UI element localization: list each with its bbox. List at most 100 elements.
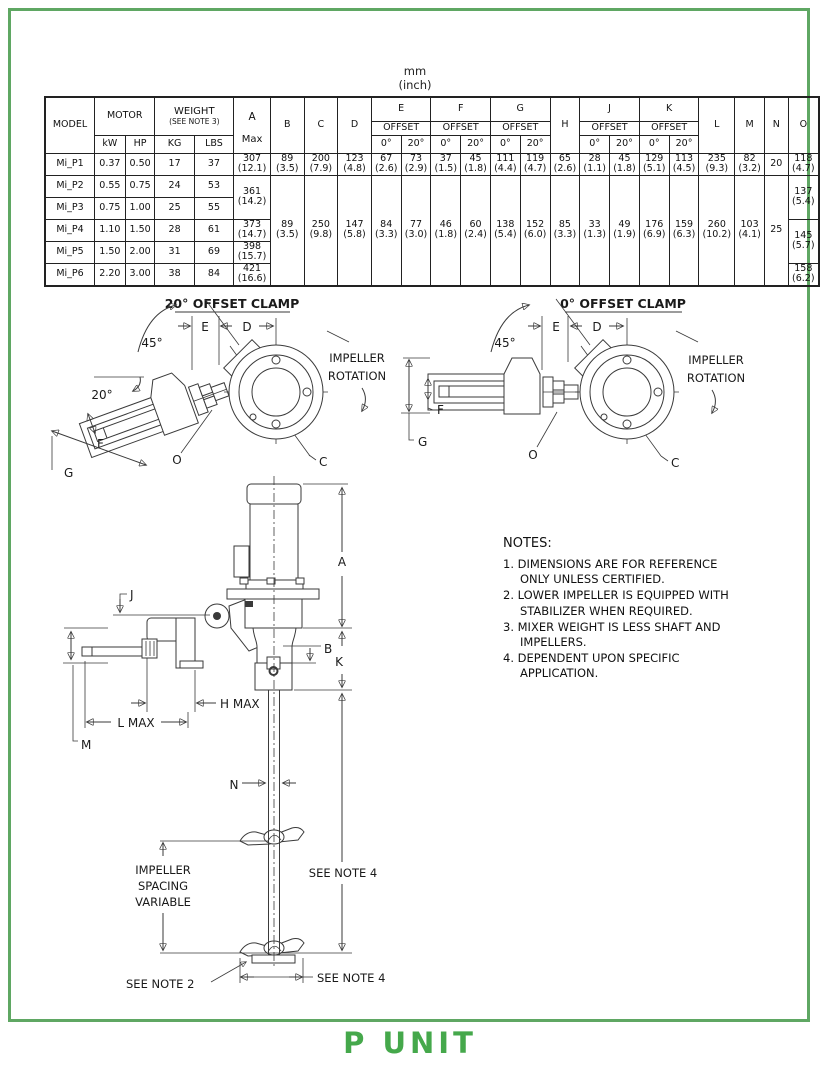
clamp-0-diagram: 0° OFFSET CLAMP [401, 296, 745, 470]
e-20-header: 20° [400, 134, 432, 154]
n-cell-merged: 25 [763, 174, 789, 286]
col-header-g: G [489, 96, 551, 122]
col-header-l: L [698, 96, 736, 154]
n-cell: 20 [763, 152, 789, 176]
kg-cell: 24 [154, 174, 195, 198]
l-cell: 235 (9.3) [698, 152, 736, 176]
b-cell: 89 (3.5) [269, 152, 305, 176]
stabilizer [251, 954, 296, 964]
base-bolt [239, 577, 249, 585]
a-label: A [248, 110, 256, 123]
kw-cell: 0.75 [94, 196, 126, 220]
model-cell: Mi_P2 [44, 174, 96, 198]
clamp-0-title: 0° OFFSET CLAMP [560, 296, 686, 311]
lbs-cell: 69 [193, 240, 235, 264]
e-0-header: 0° [370, 134, 402, 154]
see-note-2-label: SEE NOTE 2 [126, 977, 194, 991]
hp-cell: 3.00 [124, 262, 156, 286]
model-cell: Mi_P1 [44, 152, 96, 176]
c-label: C [671, 456, 679, 470]
kg-cell: 17 [154, 152, 195, 176]
g-0-header: 0° [489, 134, 521, 154]
g20-cell-merged: 152 (6.0) [519, 174, 551, 286]
f0-cell-merged: 46 (1.8) [430, 174, 462, 286]
angle-45-dimension: 45° [490, 305, 529, 353]
mixer-arm-0 [427, 357, 579, 415]
weight-note: (SEE NOTE 3) [169, 117, 220, 127]
bolt-hole [622, 355, 632, 365]
c-leader: C [660, 455, 679, 470]
pivot-bolt [213, 612, 221, 620]
h-cell: 65 (2.6) [549, 152, 581, 176]
d-cell-merged: 147 (5.8) [337, 174, 372, 286]
col-header-f: F [430, 96, 491, 122]
impeller-rotation-callout: IMPELLER ROTATION [326, 330, 386, 411]
col-header-j: J [579, 96, 640, 122]
lbs-cell: 84 [193, 262, 235, 286]
impeller-spacing-dimension: IMPELLER SPACING VARIABLE [135, 840, 268, 950]
n-label: N [230, 778, 239, 792]
o-leader: O [528, 411, 558, 462]
k20-cell-merged: 159 (6.3) [668, 174, 700, 286]
a-cell-merged: 361 (14.2) [233, 174, 271, 220]
e-d-dimension: E D [178, 316, 273, 370]
f-offset-label: OFFSET [430, 120, 491, 136]
g0-cell-merged: 138 (5.4) [489, 174, 521, 286]
note-item: 2. LOWER IMPELLER IS EQUIPPED WITH STABI… [503, 588, 729, 618]
g-offset-label: OFFSET [489, 120, 551, 136]
f-20-header: 20° [460, 134, 491, 154]
mount-flange [575, 318, 679, 444]
n-dimension: N [230, 778, 296, 792]
shaft-coupling [266, 656, 281, 670]
f20-cell-merged: 60 (2.4) [460, 174, 491, 286]
kw-cell: 0.37 [94, 152, 126, 176]
col-header-n: N [763, 96, 789, 154]
c-cell: 200 (7.9) [303, 152, 339, 176]
weight-label: WEIGHT [174, 106, 215, 118]
note-item: 4. DEPENDENT UPON SPECIFIC APPLICATION. [503, 651, 680, 681]
g-label: G [418, 435, 427, 449]
kw-cell: 1.10 [94, 218, 126, 242]
j-dimension: J [113, 588, 210, 616]
kw-cell: 0.55 [94, 174, 126, 198]
table-row: Mi_P1 0.37 0.50 17 37 307 (12.1) 89 (3.5… [44, 152, 820, 176]
see-note-4-label: SEE NOTE 4 [309, 866, 377, 880]
a-label: A [338, 555, 347, 569]
impeller-spacing-line3: VARIABLE [135, 895, 191, 909]
f-label: F [437, 403, 444, 417]
housing-bolt [245, 601, 253, 607]
k-dimension: K [294, 632, 352, 691]
d-label: D [242, 320, 251, 334]
kw-cell: 1.50 [94, 240, 126, 264]
col-header-weight: WEIGHT (SEE NOTE 3) [154, 96, 235, 136]
e0-cell-merged: 84 (3.3) [370, 174, 402, 286]
motor [233, 483, 305, 590]
bolt-hole [302, 387, 312, 397]
set-screw [268, 666, 279, 676]
g-label: G [64, 466, 73, 480]
l-max-label: L MAX [117, 716, 154, 730]
o-leader: O [172, 409, 213, 467]
col-header-o: O [787, 96, 820, 154]
clamp-20-title: 20° OFFSET CLAMP [165, 296, 300, 311]
m-label: M [81, 738, 91, 752]
k-label: K [335, 655, 344, 669]
o-cell-merged: 145 (5.7) [787, 218, 820, 264]
c-leader: C [308, 454, 327, 469]
k0-cell: 129 (5.1) [638, 152, 670, 176]
e-offset-label: OFFSET [370, 120, 432, 136]
a-dimension: A [303, 483, 352, 629]
m-dimension: M [72, 665, 91, 752]
e0-cell: 67 (2.6) [370, 152, 402, 176]
f20-cell: 45 (1.8) [460, 152, 491, 176]
lbs-header: LBS [193, 134, 235, 154]
col-header-a-max: A Max [233, 96, 271, 154]
col-header-d: D [337, 96, 372, 154]
f0-cell: 37 (1.5) [430, 152, 462, 176]
base-bolt [295, 577, 305, 585]
kw-cell: 2.20 [94, 262, 126, 286]
hp-cell: 1.50 [124, 218, 156, 242]
m-cell: 82 (3.2) [734, 152, 765, 176]
k-20-header: 20° [668, 134, 700, 154]
kg-cell: 31 [154, 240, 195, 264]
